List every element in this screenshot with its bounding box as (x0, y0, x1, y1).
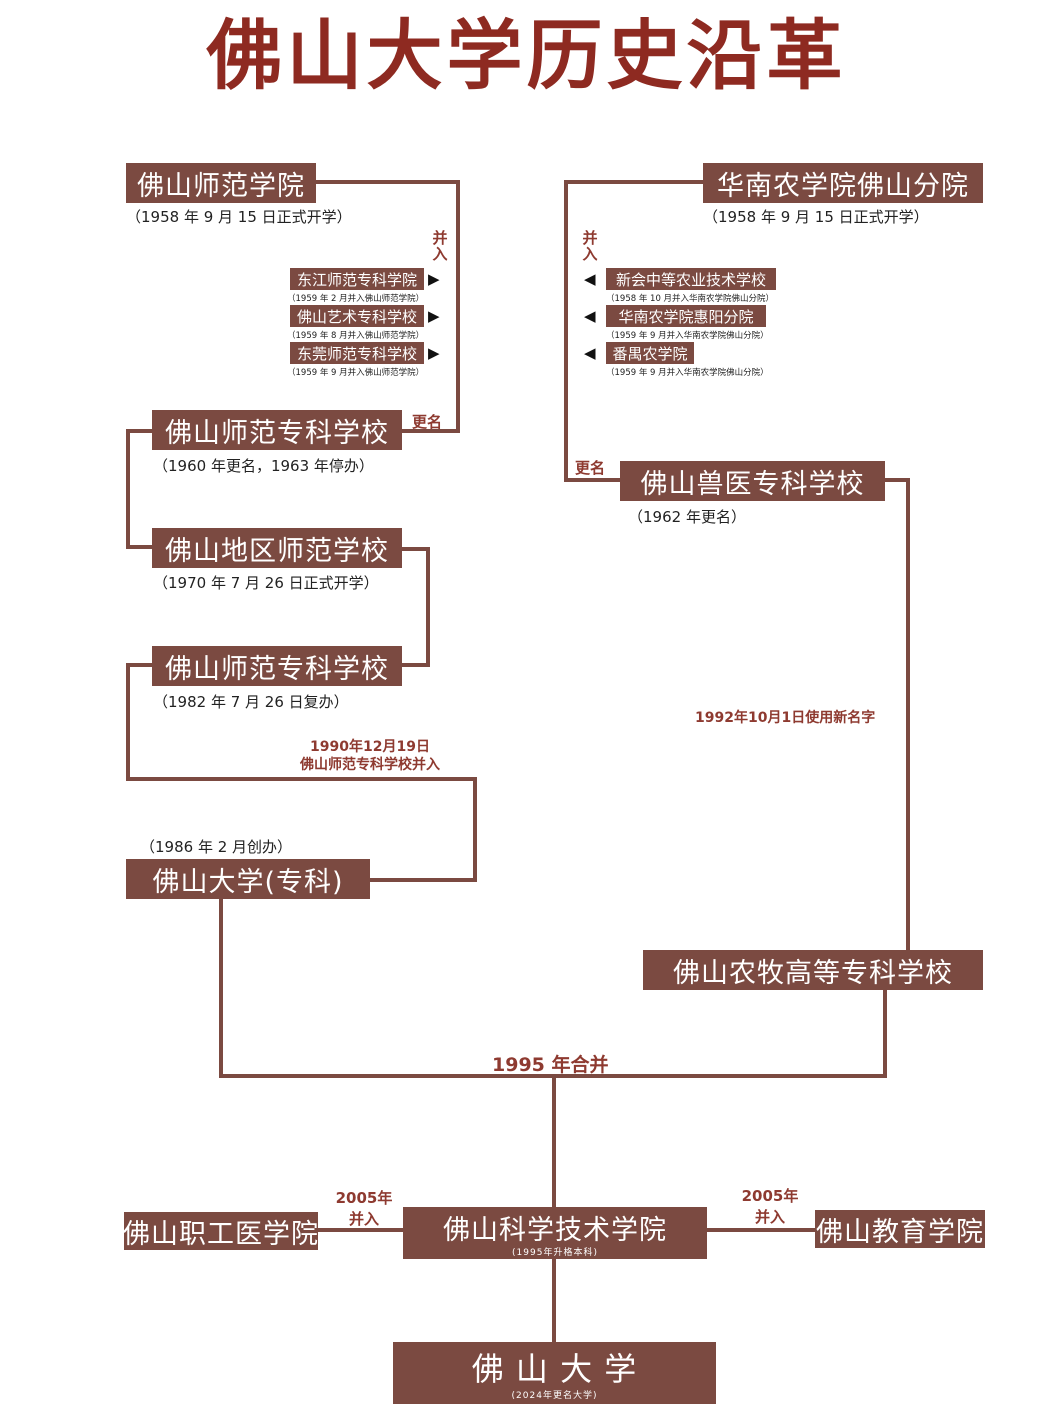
right-2005-year: 2005年 (741, 1187, 799, 1205)
note-normal-college: （1958 年 9 月 15 日正式开学） (126, 208, 352, 226)
box-fosu-junior: 佛山大学(专科) (126, 859, 370, 899)
note-district-normal: （1970 年 7 月 26 日正式开学） (153, 574, 379, 592)
note-agri-branch: （1958 年 9 月 15 日正式开学） (703, 208, 929, 226)
box-vet-school: 佛山兽医专科学校 (620, 461, 885, 501)
line-district-to-1982 (395, 547, 430, 667)
box-label: 佛 山 大 学 (471, 1350, 638, 1388)
line-vet-to-agri (885, 478, 910, 952)
box-label: 佛山师范专科学校 (165, 417, 389, 449)
note-xinhui-agri: （1958 年 10 月并入华南农学院佛山分院） (606, 294, 775, 304)
rename-1992-label: 1992年10月1日使用新名字 (695, 710, 876, 726)
box-label: 新会中等农业技术学校 (615, 270, 766, 289)
merge-1990-line2: 佛山师范专科学校并入 (300, 757, 440, 773)
box-label: 佛山地区师范学校 (165, 535, 389, 567)
box-label: 东江师范专科学院 (296, 270, 417, 289)
box-label: 佛山师范专科学校 (165, 653, 389, 685)
merge-1990-line1: 1990年12月19日 (310, 739, 430, 755)
right-2005-merge: 2005年 并入 (732, 1186, 808, 1228)
line-normal-college-to-1960 (310, 180, 460, 433)
box-normal-school-1982: 佛山师范专科学校 (152, 646, 402, 686)
box-panyu-agri: 番禺农学院 (606, 342, 694, 364)
box-education-college: 佛山教育学院 (815, 1210, 985, 1248)
note-huiyang-branch: （1959 年 9 月并入华南农学院佛山分院） (606, 331, 769, 341)
box-dongguan-normal: 东莞师范专科学校 (290, 342, 424, 364)
box-label: 华南农学院佛山分院 (717, 170, 969, 202)
page-title: 佛山大学历史沿革 (206, 11, 847, 100)
arrow-left-icon: ◀ (584, 307, 596, 325)
note-fosu-junior: （1986 年 2 月创办） (140, 838, 293, 856)
box-label: 东莞师范专科学校 (296, 344, 417, 363)
box-district-normal: 佛山地区师范学校 (152, 528, 402, 568)
right-merge-label: 并入 (582, 229, 598, 263)
note-dongguan-normal: （1959 年 9 月并入佛山师范学院） (287, 368, 425, 378)
arrow-right-icon: ▶ (428, 344, 440, 362)
box-foshan-art: 佛山艺术专科学校 (290, 305, 424, 327)
arrow-right-icon: ▶ (428, 270, 440, 288)
box-label: 佛山科学技术学院 (443, 1214, 667, 1246)
left-rename-label: 更名 (412, 413, 443, 431)
left-2005-year: 2005年 (335, 1189, 393, 1207)
right-2005-label: 并入 (754, 1208, 785, 1226)
line-branch-to-vet (564, 180, 705, 482)
box-sci-tech-college: 佛山科学技术学院 (1995年升格本科) (403, 1207, 707, 1259)
note-normal-school-1960: （1960 年更名，1963 年停办） (153, 457, 374, 475)
note-normal-school-1982: （1982 年 7 月 26 日复办） (153, 693, 349, 711)
arrow-right-icon: ▶ (428, 307, 440, 325)
line-1960-to-district (126, 429, 160, 549)
arrow-left-icon: ◀ (584, 270, 596, 288)
merge-1990-label: 1990年12月19日 佛山师范专科学校并入 (270, 738, 470, 774)
box-label: 佛山教育学院 (816, 1216, 984, 1248)
box-medical-college: 佛山职工医学院 (123, 1212, 319, 1250)
box-label: 佛山师范学院 (137, 170, 305, 202)
box-label: 佛山职工医学院 (123, 1218, 319, 1250)
box-label: 番禺农学院 (612, 344, 688, 363)
note-panyu-agri: （1959 年 9 月并入华南农学院佛山分院） (606, 368, 769, 378)
box-note: (1995年升格本科) (512, 1247, 598, 1258)
left-2005-label: 并入 (348, 1210, 379, 1228)
box-huiyang-branch: 华南农学院惠阳分院 (606, 305, 766, 327)
box-foshan-university: 佛 山 大 学 (2024年更名大学) (393, 1342, 716, 1404)
box-agri-college: 佛山农牧高等专科学校 (643, 950, 983, 990)
box-agri-branch: 华南农学院佛山分院 (703, 163, 983, 203)
box-normal-school-1960: 佛山师范专科学校 (152, 410, 402, 450)
box-label: 佛山农牧高等专科学校 (673, 957, 953, 989)
merge-1995-label: 1995 年合并 (492, 1054, 609, 1076)
left-2005-merge: 2005年 并入 (326, 1188, 402, 1230)
right-rename-label: 更名 (575, 459, 606, 477)
note-vet-school: （1962 年更名） (628, 508, 746, 526)
left-merge-label: 并入 (432, 229, 448, 263)
box-dongjiang-normal: 东江师范专科学院 (290, 268, 424, 290)
line-1982-to-junior (126, 663, 477, 882)
arrow-left-icon: ◀ (584, 344, 596, 362)
box-xinhui-agri: 新会中等农业技术学校 (606, 268, 776, 290)
box-foshan-normal-college: 佛山师范学院 (126, 163, 316, 203)
box-label: 华南农学院惠阳分院 (618, 307, 754, 326)
box-label: 佛山大学(专科) (152, 866, 344, 898)
box-label: 佛山艺术专科学校 (296, 307, 417, 326)
note-foshan-art: （1959 年 8 月并入佛山师范学院） (287, 331, 425, 341)
box-label: 佛山兽医专科学校 (640, 468, 865, 500)
note-dongjiang-normal: （1959 年 2 月并入佛山师范学院） (287, 294, 425, 304)
box-note: (2024年更名大学) (511, 1391, 598, 1401)
